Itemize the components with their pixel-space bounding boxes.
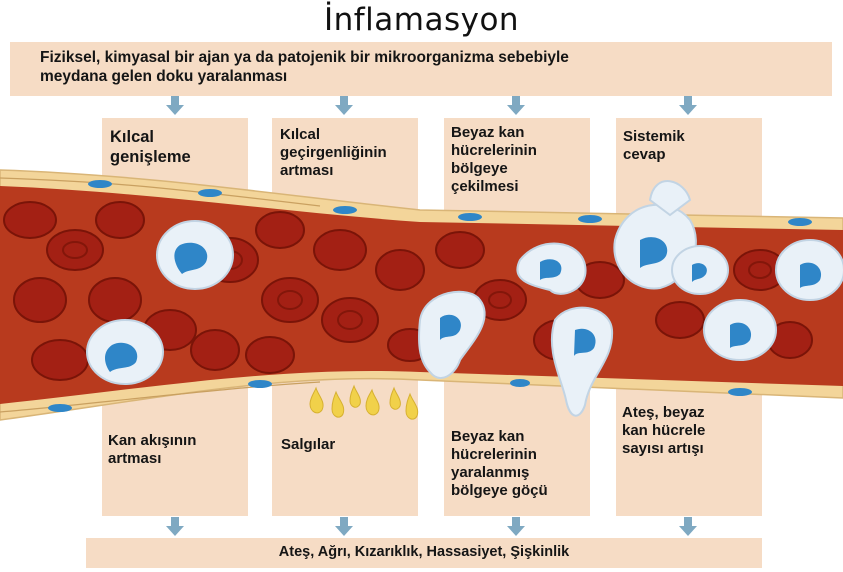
label-capillary-dilation: Kılcal genişleme [110,127,191,167]
label-increased-blood-flow: Kan akışının artması [108,432,196,468]
label-wbc-recruitment: Beyaz kan hücrelerinin bölgeye çekilmesi [451,124,537,196]
arrow-down-icon [165,517,185,537]
label-systemic-response: Sistemik cevap [623,128,685,164]
footer-symptoms: Ateş, Ağrı, Kızarıklık, Hassasiyet, Şişk… [86,544,762,560]
arrow-down-icon [506,517,526,537]
arrow-down-icon [334,517,354,537]
label-fever-wbc-increase: Ateş, beyaz kan hücrele sayısı artışı [622,404,705,458]
arrow-down-icon [678,517,698,537]
label-secretions: Salgılar [281,436,335,454]
label-wbc-migration: Beyaz kan hücrelerinin yaralanmış bölgey… [451,428,548,500]
label-capillary-permeability: Kılcal geçirgenliğinin artması [280,126,387,180]
